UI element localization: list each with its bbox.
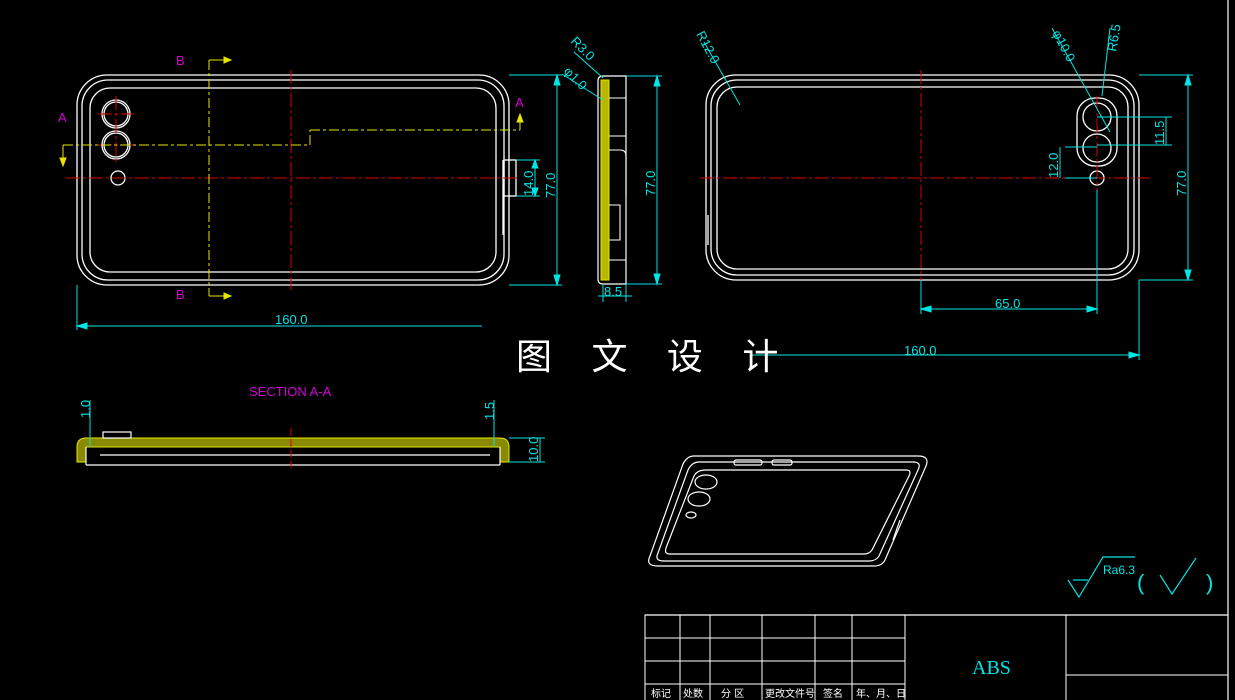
section-label-a-right: A <box>515 95 524 110</box>
dim-back-r12: R12.0 <box>693 28 723 66</box>
dim-front-slot: 14.0 <box>521 171 536 196</box>
roughness-label: Ra6.3 <box>1103 563 1135 577</box>
tb-header-sign: 签名 <box>823 687 843 700</box>
section-label-b-bottom: B <box>176 287 185 302</box>
watermark: 图 文 设 计 <box>516 337 793 378</box>
dim-section-t1: 1.0 <box>78 400 93 418</box>
section-label-b-top: B <box>176 53 185 68</box>
roughness-paren-open: ( <box>1137 570 1145 595</box>
dim-back-offset: 65.0 <box>995 296 1020 311</box>
side-view: 77.0 8.5 R3.0 φ1.0 <box>561 34 662 302</box>
front-view: A A B B 160.0 77.0 14.0 <box>58 53 562 330</box>
tb-header-zone: 分 区 <box>721 688 744 700</box>
dim-front-height: 77.0 <box>543 173 558 198</box>
section-label-a-left: A <box>58 110 67 125</box>
tb-header-count: 处数 <box>683 687 703 700</box>
tb-header-mark: 标记 <box>651 688 671 700</box>
material-label: ABS <box>972 657 1011 679</box>
dim-side-depth: 8.5 <box>604 284 622 299</box>
dim-section-t15: 1.5 <box>482 402 497 420</box>
dim-side-phi1: φ1.0 <box>561 64 590 93</box>
dim-back-phi10: φ10.0 <box>1049 27 1078 64</box>
dim-back-height: 77.0 <box>1174 171 1189 196</box>
roughness-paren-close: ) <box>1206 570 1213 595</box>
dim-side-r3: R3.0 <box>568 34 598 64</box>
roughness-symbol: Ra6.3 ( ) <box>1067 556 1213 599</box>
title-block: 标记 处数 分 区 更改文件号 签名 年、月、日 ABS <box>644 614 1229 700</box>
dim-back-h115: 11.5 <box>1152 121 1167 145</box>
isometric-view <box>648 455 928 567</box>
section-title: SECTION A-A <box>249 384 332 399</box>
tb-header-date: 年、月、日 <box>856 687 906 700</box>
dim-front-width: 160.0 <box>275 312 308 327</box>
back-view: 77.0 11.5 12.0 65.0 160.0 R12.0 φ10.0 R6… <box>693 23 1193 360</box>
dim-back-h120: 12.0 <box>1046 153 1061 178</box>
dim-back-r65: R6.5 <box>1104 23 1124 53</box>
section-a-a-view: SECTION A-A 1.0 1.5 10.0 <box>76 384 545 468</box>
tb-header-change-doc: 更改文件号 <box>765 687 815 700</box>
dim-back-width: 160.0 <box>904 343 937 358</box>
dim-section-h10: 10.0 <box>526 437 541 462</box>
dim-side-height: 77.0 <box>643 171 658 196</box>
